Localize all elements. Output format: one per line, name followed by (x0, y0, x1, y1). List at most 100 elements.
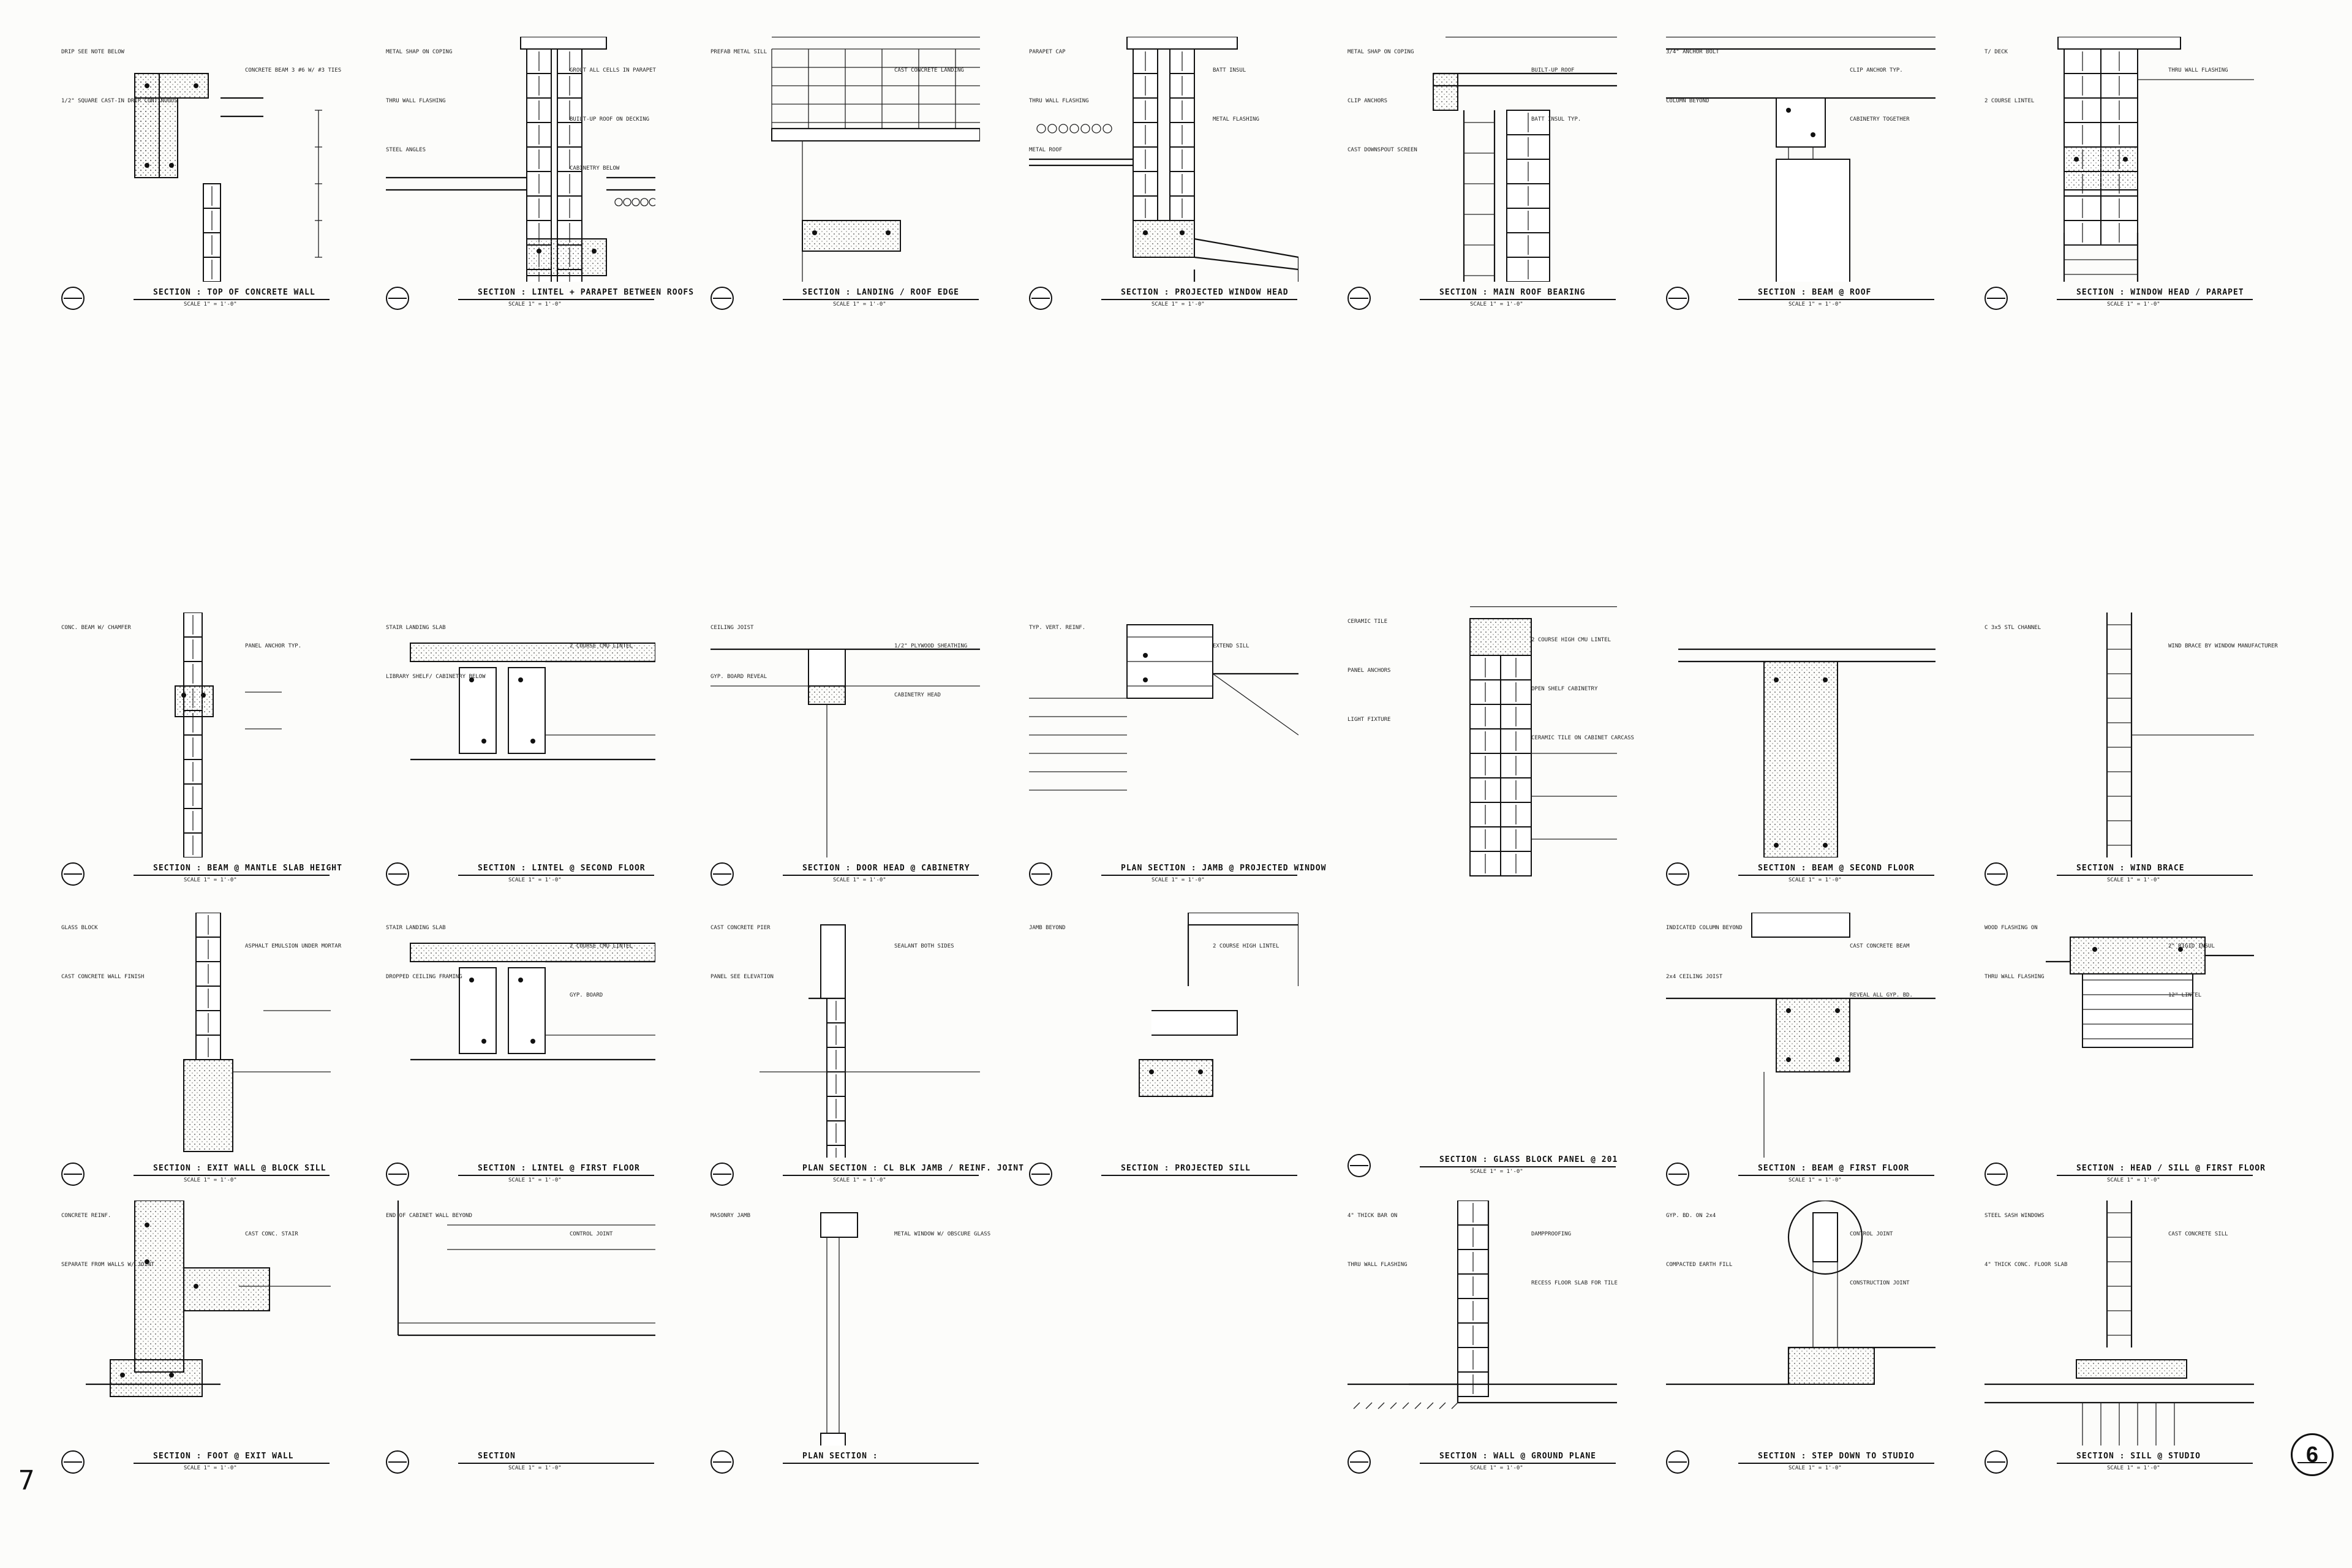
detail-number-bubble (386, 862, 409, 886)
detail-scale: SCALE 1" = 1'-0" (184, 877, 237, 883)
detail-scale: SCALE 1" = 1'-0" (1789, 877, 1842, 883)
detail-title: SECTION : LINTEL + PARAPET BETWEEN ROOFS (478, 288, 695, 297)
detail-note: END OF CABINET WALL BEYOND (386, 1213, 472, 1219)
detail-note: BATT INSUL (1213, 67, 1246, 74)
detail-number-bubble (710, 862, 734, 886)
detail-number-bubble (1666, 1450, 1689, 1474)
detail-number-bubble (1348, 287, 1371, 310)
detail-title: SECTION : TOP OF CONCRETE WALL (153, 288, 315, 297)
detail-drawing (1666, 913, 1936, 1158)
title-underline (1420, 299, 1616, 300)
detail-scale: SCALE 1" = 1'-0" (833, 1177, 886, 1183)
detail-note: SEPARATE FROM WALLS W/ JOINT (61, 1262, 154, 1268)
detail-note: EXTEND SILL (1213, 643, 1250, 649)
title-underline (458, 1175, 654, 1176)
detail-note: CLIP ANCHORS (1348, 98, 1388, 104)
title-underline (783, 1175, 979, 1176)
detail-number-bubble (61, 287, 85, 310)
detail-number-bubble (1666, 862, 1689, 886)
detail-number-bubble (1029, 862, 1052, 886)
detail-title: SECTION : EXIT WALL @ BLOCK SILL (153, 1164, 326, 1173)
detail-note: BUILT-UP ROOF (1531, 67, 1575, 74)
detail-note: STEEL SASH WINDOWS (1985, 1213, 2045, 1219)
detail-note: WIND BRACE BY WINDOW MANUFACTURER (2168, 643, 2278, 649)
detail-note: GYP. BD. ON 2x4 (1666, 1213, 1716, 1219)
detail-title: SECTION : BEAM @ FIRST FLOOR (1758, 1164, 1910, 1173)
detail-note: REVEAL ALL GYP. BD. (1850, 992, 1913, 998)
detail-note: GROUT ALL CELLS IN PARAPET (570, 67, 656, 74)
detail-scale: SCALE 1" = 1'-0" (508, 877, 562, 883)
detail-drawing (2057, 37, 2254, 282)
title-underline (1101, 875, 1297, 876)
detail-scale: SCALE 1" = 1'-0" (2107, 877, 2160, 883)
detail-drawing (134, 73, 322, 282)
detail-title-block: SECTION : SILL @ STUDIO SCALE 1" = 1'-0" (1985, 1450, 2254, 1475)
detail-blank (1029, 1200, 1298, 1488)
detail-note: GYP. BOARD REVEAL (710, 674, 767, 680)
detail-note: METAL ROOF (1029, 147, 1063, 153)
title-underline (134, 875, 330, 876)
detail-note: CONTROL JOINT (1850, 1231, 1893, 1237)
detail-note: CONC. BEAM W/ CHAMFER (61, 625, 131, 631)
detail-note: ASPHALT EMULSION UNDER MORTAR (245, 943, 342, 949)
detail-title-block: SECTION : PROJECTED SILL (1029, 1163, 1298, 1187)
detail-note: MASONRY JAMB (710, 1213, 751, 1219)
detail-note: JAMB BEYOND (1029, 925, 1066, 931)
detail-scale: SCALE 1" = 1'-0" (2107, 1465, 2160, 1471)
detail-note: T/ DECK (1985, 49, 2008, 55)
detail-note: METAL SHAP ON COPING (1348, 49, 1414, 55)
detail-number-bubble (1348, 1450, 1371, 1474)
detail-note: 3/4" ANCHOR BOLT (1666, 49, 1719, 55)
title-underline (1420, 1166, 1616, 1167)
detail-scale: SCALE 1" = 1'-0" (2107, 1177, 2160, 1183)
detail-note: GYP. BOARD (570, 992, 603, 998)
detail-drawing (1348, 1200, 1617, 1409)
detail-title: SECTION : GLASS BLOCK PANEL @ 201 (1439, 1155, 1618, 1164)
detail-note: THRU WALL FLASHING (386, 98, 446, 104)
detail-note: 4" THICK CONC. FLOOR SLAB (1985, 1262, 2068, 1268)
detail-title: SECTION : SILL @ STUDIO (2076, 1452, 2201, 1461)
detail-note: 1/2" PLYWOOD SHEATHING (894, 643, 968, 649)
title-underline (458, 1463, 654, 1464)
detail-note: 4" THICK BAR ON (1348, 1213, 1398, 1219)
detail-note: OPEN SHELF CABINETRY (1531, 686, 1598, 692)
detail-note: CAST CONC. STAIR (245, 1231, 298, 1237)
detail-note: CERAMIC TILE (1348, 619, 1388, 625)
detail-note: INDICATED COLUMN BEYOND (1666, 925, 1743, 931)
detail-drawing (410, 643, 655, 761)
corner-mark: 7 (18, 1465, 35, 1496)
detail-note: LIGHT FIXTURE (1348, 717, 1391, 723)
detail-number-bubble (1985, 1450, 2008, 1474)
title-underline (2057, 299, 2253, 300)
detail-note: CAST CONCRETE SILL (2168, 1231, 2228, 1237)
detail-note: PANEL ANCHOR TYP. (245, 643, 302, 649)
detail-scale: SCALE 1" = 1'-0" (1789, 1465, 1842, 1471)
detail-drawing (1666, 1200, 1936, 1385)
detail-title: SECTION (478, 1452, 516, 1461)
detail-drawing (1029, 37, 1298, 282)
detail-number-bubble (1348, 1154, 1371, 1177)
detail-sillstudio: STEEL SASH WINDOWS CAST CONCRETE SILL 4" T… (1985, 1200, 2254, 1488)
title-underline (134, 1175, 330, 1176)
detail-title-block: PLAN SECTION : CL BLK JAMB / REINF. JOIN… (710, 1163, 1023, 1187)
detail-drawing (1029, 624, 1298, 791)
detail-scale: SCALE 1" = 1'-0" (1152, 301, 1205, 307)
detail-note: CAST CONCRETE BEAM (1850, 943, 1910, 949)
detail-scale: SCALE 1" = 1'-0" (833, 877, 886, 883)
detail-note: C 3x5 STL CHANNEL (1985, 625, 2041, 631)
title-underline (1738, 1463, 1934, 1464)
